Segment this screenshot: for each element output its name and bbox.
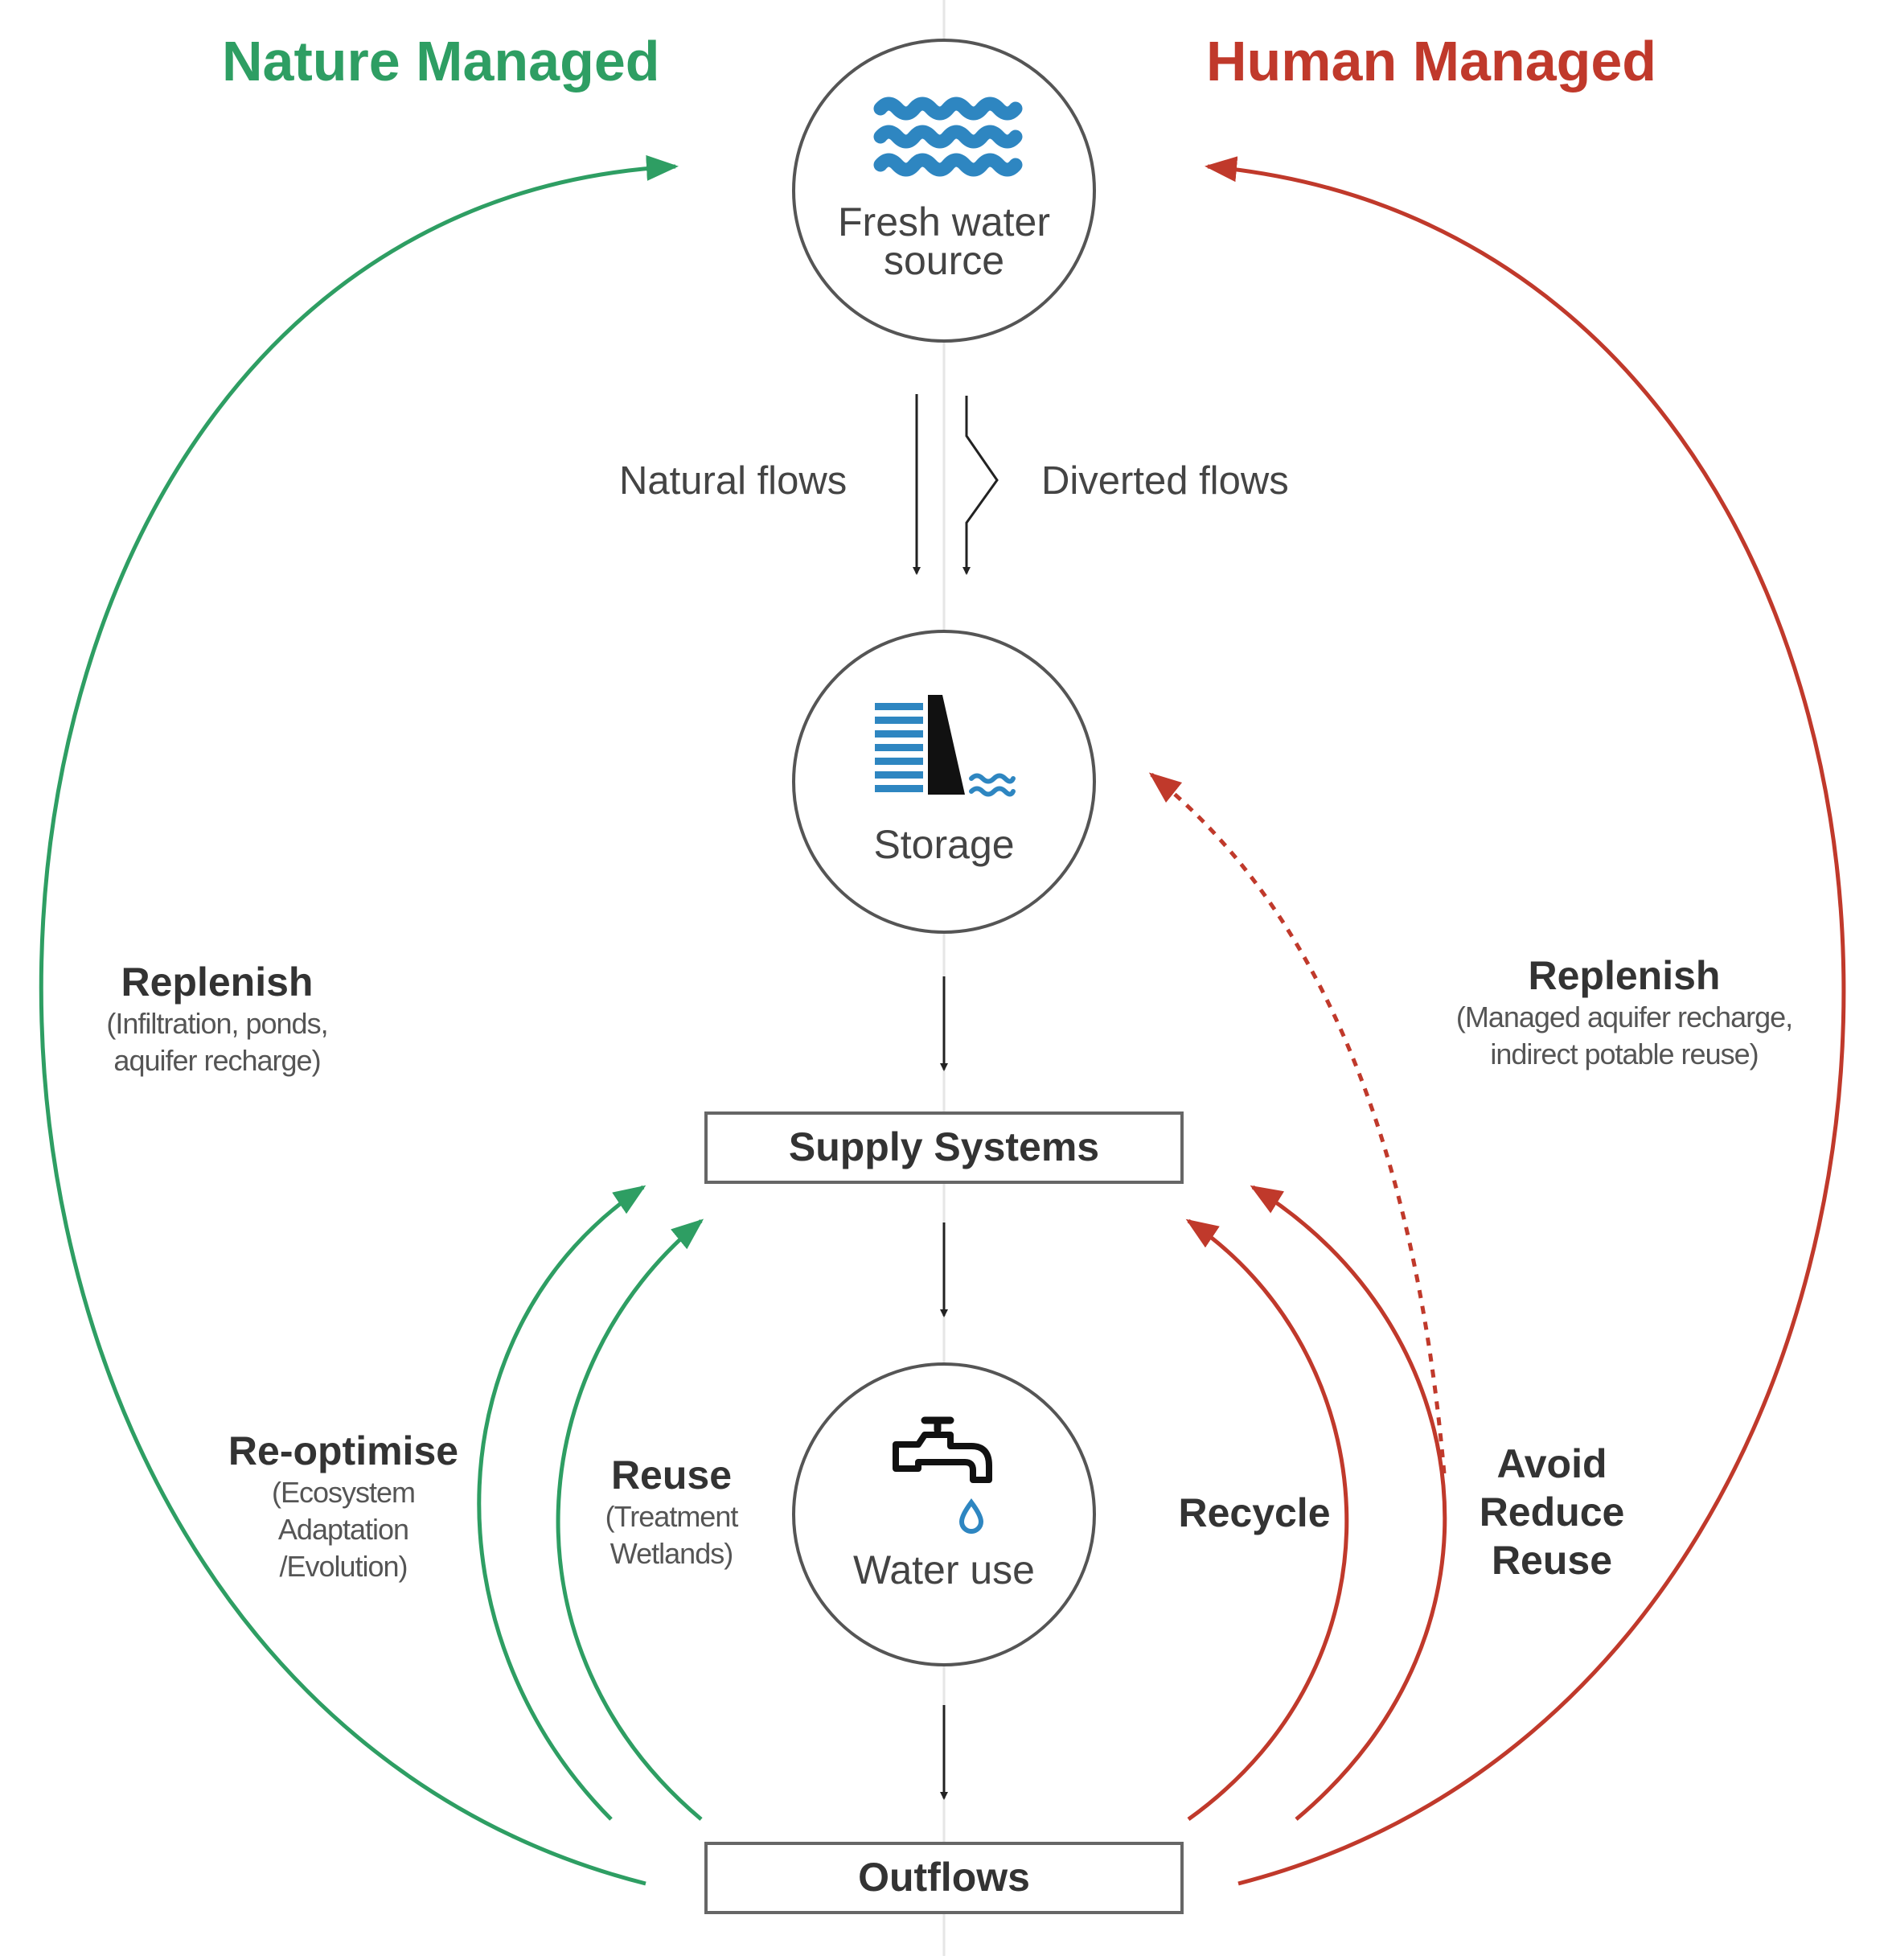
nature-managed-heading: Nature Managed — [222, 30, 660, 92]
human-managed-heading: Human Managed — [1206, 30, 1657, 92]
reoptimise-line2: Adaptation — [277, 1513, 409, 1546]
nature-replenish-arc — [39, 154, 679, 1886]
human-replenish-title: Replenish — [1528, 953, 1721, 998]
reoptimise-line1: (Ecosystem — [271, 1476, 416, 1509]
supply-systems-box — [704, 1111, 1184, 1184]
nature-replenish-line1: (Infiltration, ponds, — [106, 1007, 328, 1040]
human-replenish-line1: (Managed aquifer recharge, — [1455, 1001, 1793, 1033]
fresh-water-circle — [792, 39, 1096, 343]
waves-icon — [873, 97, 1023, 177]
reuse-line: Reuse — [1491, 1538, 1613, 1583]
fresh-water-line1: Fresh water — [838, 199, 1050, 244]
water-use-label: Water use — [852, 1547, 1035, 1592]
nature-reuse-title: Reuse — [610, 1453, 733, 1498]
avoid-line: Avoid — [1496, 1441, 1607, 1486]
nature-reuse-label: Reuse (Treatment Wetlands) — [571, 1452, 772, 1572]
outflows-label: Outflows — [858, 1855, 1030, 1900]
human-indirect-reuse-dotted-arc — [1148, 772, 1447, 1474]
diverted-flows-arrow — [962, 396, 999, 575]
supply-systems-label: Supply Systems — [788, 1124, 1100, 1169]
diverted-flows-label: Diverted flows — [1041, 459, 1289, 503]
reoptimise-title: Re-optimise — [228, 1428, 459, 1473]
fresh-water-label: Fresh water source — [823, 199, 1065, 283]
human-avoid-arc — [1250, 1185, 1447, 1821]
dam-icon — [875, 695, 1016, 797]
human-replenish-label: Replenish (Managed aquifer recharge, ind… — [1407, 952, 1841, 1073]
avoid-reduce-reuse-label: Avoid Reduce Reuse — [1431, 1440, 1673, 1584]
recycle-label: Recycle — [1178, 1490, 1331, 1535]
reoptimise-line3: /Evolution) — [279, 1550, 408, 1583]
nature-reuse-arc — [556, 1218, 704, 1821]
nature-replenish-title: Replenish — [121, 959, 314, 1005]
human-recycle-arc — [1185, 1218, 1349, 1822]
natural-flows-label: Natural flows — [619, 459, 848, 503]
human-replenish-arc — [1205, 156, 1846, 1886]
storage-label: Storage — [873, 822, 1015, 867]
reduce-line: Reduce — [1479, 1490, 1625, 1535]
nature-replenish-line2: aquifer recharge) — [113, 1044, 321, 1077]
human-replenish-line2: indirect potable reuse) — [1490, 1038, 1759, 1070]
nature-reuse-line1: (Treatment — [605, 1500, 739, 1533]
nature-reuse-line2: Wetlands) — [609, 1537, 733, 1570]
nature-reoptimise-arc — [477, 1185, 646, 1821]
nature-replenish-label: Replenish (Infiltration, ponds, aquifer … — [48, 959, 386, 1079]
outflows-box — [704, 1842, 1184, 1914]
reoptimise-label: Re-optimise (Ecosystem Adaptation /Evolu… — [211, 1428, 476, 1585]
tap-icon — [893, 1416, 992, 1534]
water-use-circle — [792, 1362, 1096, 1666]
fresh-water-line2: source — [883, 238, 1005, 283]
